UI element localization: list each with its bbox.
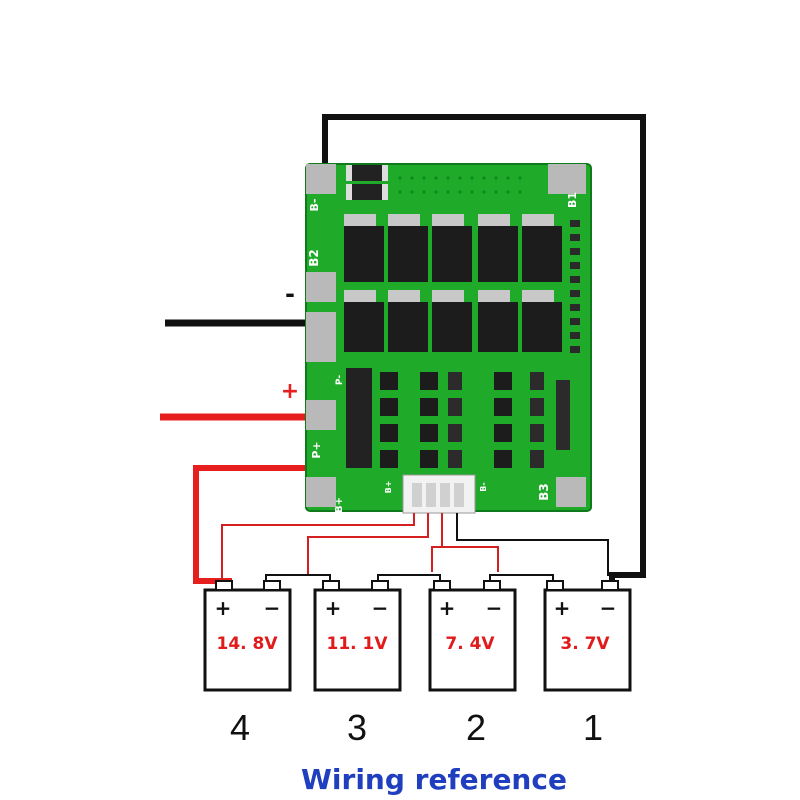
- pad-label-b2: B2: [307, 249, 321, 267]
- pad-label-b-plus: B+: [334, 497, 345, 513]
- pad-label-p-minus: P-: [335, 375, 345, 385]
- balance-wire-b1-red-left: [431, 546, 442, 572]
- balance-wire-b3: [221, 513, 415, 581]
- battery-3-plus: +: [325, 596, 342, 620]
- pad-p-plus: [306, 400, 336, 430]
- pad-b-plus: [306, 477, 336, 507]
- battery-2: + − 7. 4V: [428, 580, 517, 692]
- battery-2-voltage: 7. 4V: [445, 634, 495, 654]
- pad-label-b1: B1: [566, 192, 579, 208]
- mosfet-row-top: [344, 214, 562, 282]
- balance-connector: [402, 474, 476, 514]
- smd-column-right: [570, 220, 580, 353]
- battery-number-3: 3: [347, 707, 367, 748]
- pad-b-minus: [306, 164, 336, 194]
- battery-2-plus: +: [439, 596, 456, 620]
- board-dot-grid: [398, 176, 522, 194]
- pad-label-b-minus: B-: [308, 199, 321, 212]
- battery-1-plus: +: [554, 596, 571, 620]
- balance-wire-b2: [307, 513, 429, 576]
- battery-3-minus: −: [372, 596, 389, 620]
- battery-4-plus: +: [215, 596, 232, 620]
- battery-1: + − 3. 7V: [543, 580, 632, 692]
- battery-4: + − 14. 8V: [203, 580, 292, 692]
- diagram-caption: Wiring reference: [301, 763, 567, 796]
- pad-label-p-plus: P+: [310, 441, 323, 458]
- battery-number-1: 1: [583, 707, 603, 748]
- cell-links: [265, 574, 554, 586]
- battery-3-voltage: 11. 1V: [326, 634, 388, 654]
- balance-wire-b-minus: [322, 114, 646, 585]
- pad-p-minus: [306, 312, 336, 362]
- battery-number-4: 4: [230, 707, 250, 748]
- bms-board: B- B2 P+ B+ P- B1 B3 B+ B-: [305, 163, 592, 514]
- connector-label-b-minus: B-: [479, 482, 488, 491]
- mosfet-row-bottom: [344, 290, 562, 352]
- output-minus-label: -: [285, 280, 295, 308]
- pad-label-b3: B3: [537, 483, 551, 501]
- battery-4-minus: −: [264, 596, 281, 620]
- battery-3: + − 11. 1V: [313, 580, 402, 692]
- pad-b1: [548, 164, 586, 194]
- battery-number-2: 2: [466, 707, 486, 748]
- battery-1-minus: −: [600, 596, 617, 620]
- battery-positive-wire: [193, 465, 316, 584]
- connector-label-b-plus: B+: [384, 481, 393, 494]
- pad-b2: [306, 272, 336, 302]
- shunt-resistor: [346, 184, 388, 200]
- balance-wire-b-minus-thin: [456, 513, 609, 576]
- shunt-resistor: [346, 165, 388, 181]
- battery-2-minus: −: [486, 596, 503, 620]
- output-plus-label: +: [281, 379, 299, 404]
- battery-1-voltage: 3. 7V: [560, 634, 610, 654]
- battery-4-voltage: 14. 8V: [216, 634, 278, 654]
- balance-wire-b1-red: [441, 513, 499, 572]
- control-components: [346, 368, 570, 468]
- pad-b3: [556, 477, 586, 507]
